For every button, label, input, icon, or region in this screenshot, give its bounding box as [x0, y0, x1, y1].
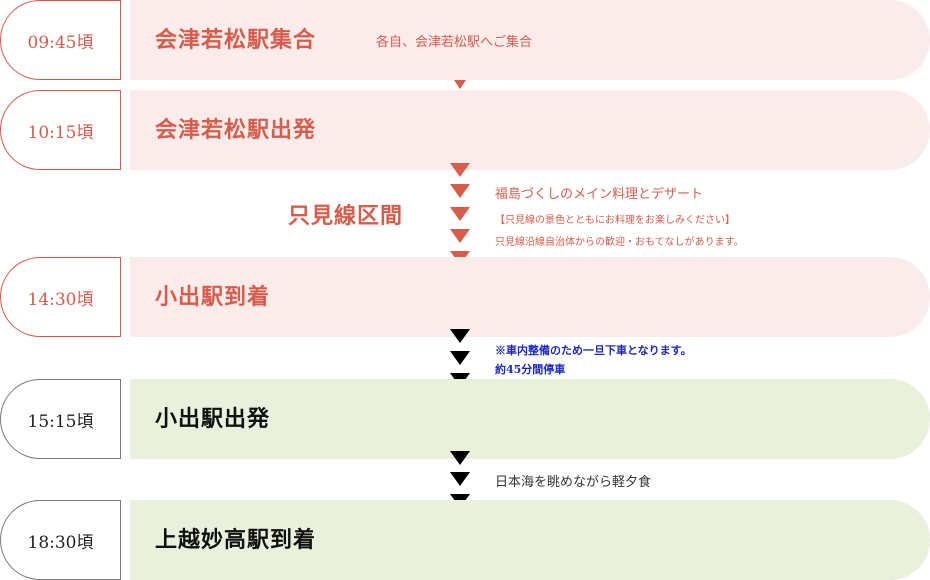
segment-note: 約45分間停車: [495, 363, 566, 376]
segment-note: 只見線沿線自治体からの歓迎・おもてなしがあります。: [495, 237, 744, 248]
schedule-row-1515: 15:15頃 小出駅出発: [0, 379, 930, 459]
arrow-down-icon: [450, 184, 470, 198]
schedule-row-1830: 18:30頃 上越妙高駅到着: [0, 500, 930, 580]
event-bar: 小出駅出発: [130, 379, 930, 459]
schedule-row-0945: 09:45頃 会津若松駅集合 各自、会津若松駅へご集合: [0, 0, 930, 80]
arrow-down-icon: [450, 229, 470, 243]
time-badge: 14:30頃: [0, 257, 121, 337]
time-badge: 10:15頃: [0, 90, 121, 170]
time-badge: 15:15頃: [0, 379, 121, 459]
event-bar: 会津若松駅出発: [130, 90, 930, 170]
arrow-down-icon: [450, 163, 470, 177]
event-title: 会津若松駅出発: [155, 117, 317, 143]
segment-note: 日本海を眺めながら軽夕食: [495, 475, 652, 490]
event-title: 会津若松駅集合: [155, 27, 317, 53]
segment-note: 【只見線の景色とともにお料理をお楽しみください】: [495, 215, 735, 226]
arrow-down-icon: [450, 351, 470, 365]
event-title: 小出駅到着: [155, 284, 271, 310]
time-badge: 09:45頃: [0, 0, 121, 80]
schedule-row-1015: 10:15頃 会津若松駅出発: [0, 90, 930, 170]
event-note: 各自、会津若松駅へご集合: [376, 35, 533, 50]
event-bar: 会津若松駅集合 各自、会津若松駅へご集合: [130, 0, 930, 80]
segment-note: ※車内整備のため一旦下車となります。: [495, 344, 692, 357]
arrow-down-icon: [450, 451, 470, 465]
event-bar: 上越妙高駅到着: [130, 500, 930, 580]
arrow-down-icon: [454, 80, 466, 89]
arrow-down-icon: [450, 207, 470, 221]
schedule-row-1430: 14:30頃 小出駅到着: [0, 257, 930, 337]
event-title: 上越妙高駅到着: [155, 527, 317, 553]
arrow-down-icon: [450, 329, 470, 343]
segment-note: 福島づくしのメイン料理とデザート: [495, 187, 704, 202]
arrow-down-icon: [450, 472, 470, 486]
time-badge: 18:30頃: [0, 500, 121, 580]
event-title: 小出駅出発: [155, 406, 271, 432]
section-label-tadami: 只見線区間: [288, 203, 404, 229]
event-bar: 小出駅到着: [130, 257, 930, 337]
